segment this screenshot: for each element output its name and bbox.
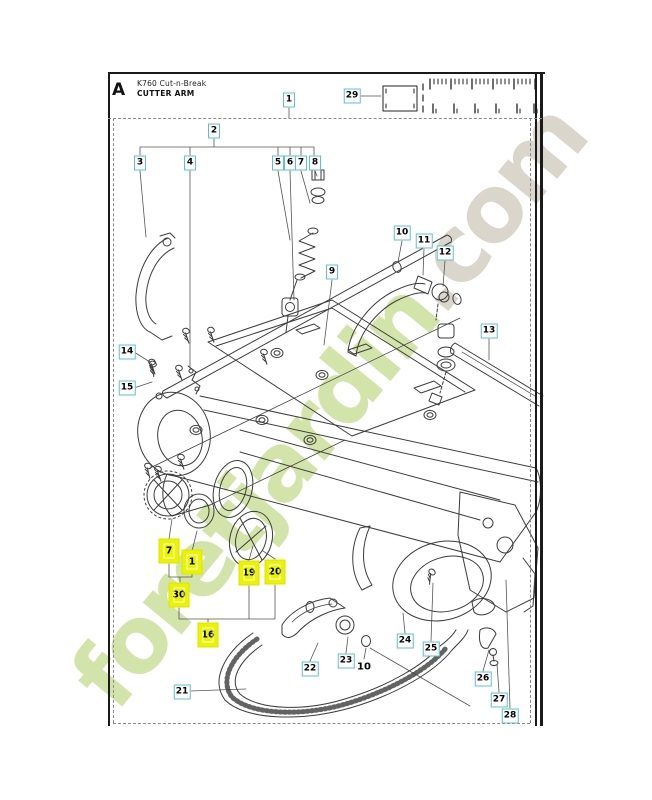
- part-label-2[interactable]: 2: [208, 123, 220, 139]
- part-label-23[interactable]: 23: [337, 653, 355, 669]
- blade-bar-art: [450, 342, 544, 407]
- frame-right-outer: [540, 72, 543, 726]
- scale-ruler: [382, 78, 538, 114]
- part-label-26[interactable]: 26: [474, 671, 492, 687]
- part-label-4[interactable]: 4: [184, 155, 196, 171]
- spring-bolt-art: [281, 169, 326, 333]
- inner-border-left: [113, 118, 114, 723]
- frame-top: [108, 72, 545, 74]
- part-label-10b[interactable]: 10: [357, 661, 371, 672]
- guard-cover-art: [352, 491, 539, 622]
- part-label-20h[interactable]: 20: [264, 559, 286, 585]
- part-label-15[interactable]: 15: [118, 380, 136, 396]
- part-label-7[interactable]: 7: [295, 155, 307, 171]
- screw-bracket-art: [144, 359, 201, 395]
- frame-left: [108, 72, 110, 726]
- inner-border-right: [530, 118, 531, 723]
- clip-screw-art: [471, 598, 499, 666]
- part-label-3[interactable]: 3: [134, 155, 146, 171]
- front-hook-art: [135, 232, 176, 341]
- part-label-24[interactable]: 24: [396, 633, 414, 649]
- belt-art: [218, 629, 469, 718]
- part-label-19h[interactable]: 19: [238, 560, 260, 586]
- part-label-1h[interactable]: 1: [181, 549, 203, 575]
- part-label-25[interactable]: 25: [422, 641, 440, 657]
- page-title: CUTTER ARM: [137, 89, 195, 98]
- hose-valve-art: [347, 261, 462, 406]
- part-label-28[interactable]: 28: [501, 708, 519, 724]
- part-label-30h[interactable]: 30: [168, 582, 190, 608]
- header-separator: [108, 118, 542, 119]
- part-label-8[interactable]: 8: [309, 155, 321, 171]
- model-name: K760 Cut-n-Break: [137, 79, 207, 88]
- part-label-9[interactable]: 9: [326, 264, 338, 280]
- part-label-27[interactable]: 27: [490, 692, 508, 708]
- part-label-11[interactable]: 11: [415, 233, 433, 249]
- part-label-22[interactable]: 22: [301, 661, 319, 677]
- cutter-arm-body-art: [137, 299, 541, 563]
- inner-border-bottom: [113, 723, 530, 724]
- part-label-16h[interactable]: 16: [197, 622, 219, 648]
- tensioner-art: [281, 597, 371, 647]
- flange-group-art: [140, 460, 274, 568]
- part-label-14[interactable]: 14: [118, 344, 136, 360]
- section-letter: A: [112, 80, 126, 100]
- part-label-13[interactable]: 13: [480, 323, 498, 339]
- frame-right-inner: [535, 72, 537, 726]
- part-label-10[interactable]: 10: [393, 225, 411, 241]
- part-label-1[interactable]: 1: [283, 92, 295, 108]
- part-label-7h[interactable]: 7: [158, 538, 180, 564]
- part-label-21[interactable]: 21: [173, 684, 191, 700]
- part-label-5[interactable]: 5: [272, 155, 284, 171]
- part-label-12[interactable]: 12: [436, 245, 454, 261]
- part-label-29[interactable]: 29: [343, 88, 361, 104]
